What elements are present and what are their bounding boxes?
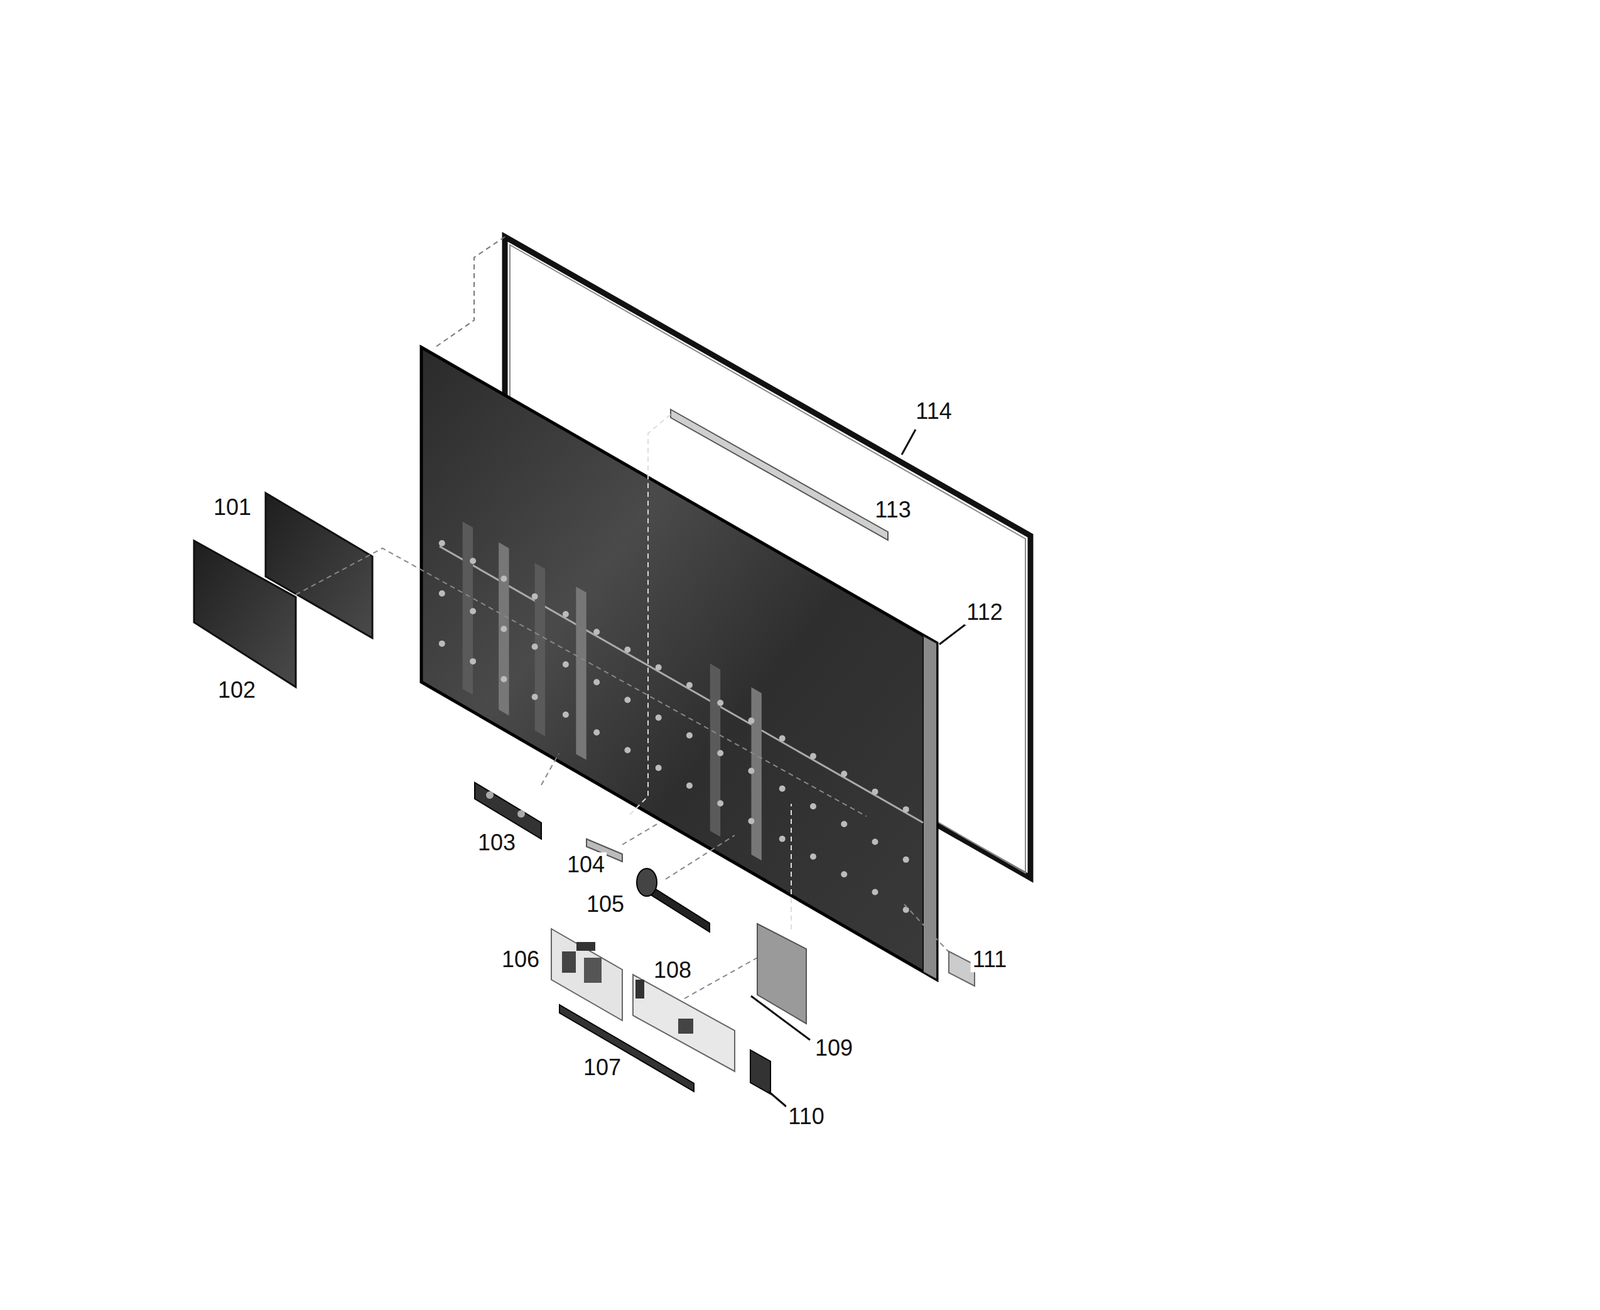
screw-hole — [593, 628, 600, 635]
screw-hole — [438, 590, 446, 597]
screw-hole — [871, 788, 878, 795]
screw-hole — [624, 646, 631, 654]
screw-hole — [717, 749, 724, 757]
screw-hole — [593, 678, 600, 686]
screw-hole — [655, 764, 662, 772]
screw-hole — [655, 664, 662, 671]
screw-hole — [655, 714, 662, 721]
guide-line — [433, 236, 505, 349]
callout-number: 114 — [913, 398, 954, 424]
callout-number: 107 — [581, 1054, 623, 1081]
screw-hole — [902, 906, 910, 914]
screw-hole — [747, 767, 755, 775]
board — [757, 923, 807, 1024]
screw-hole — [871, 889, 878, 896]
chassis-rib — [710, 663, 721, 838]
chassis-rib — [462, 521, 473, 696]
screw-hole — [686, 782, 693, 789]
screw-hole — [531, 693, 539, 701]
leader-line — [901, 429, 916, 455]
screw-hole — [500, 675, 507, 682]
screw-hole — [562, 610, 569, 618]
callout-number: 110 — [786, 1103, 826, 1130]
screw-hole — [469, 607, 476, 615]
leader-line — [768, 1091, 787, 1107]
screw-hole — [624, 746, 631, 753]
screw-hole — [469, 557, 476, 564]
screw-hole — [902, 856, 910, 863]
leader-line — [751, 995, 811, 1040]
screw-hole — [593, 729, 600, 736]
screw-hole — [686, 681, 693, 689]
screw-hole — [840, 820, 848, 828]
screw-hole — [531, 643, 539, 650]
chassis-rib — [498, 542, 509, 716]
screw-hole — [810, 803, 817, 810]
top-bracket — [670, 409, 888, 541]
screw-hole — [717, 800, 724, 807]
screw-hole — [438, 640, 446, 647]
main-board — [632, 974, 735, 1072]
screw-hole — [562, 711, 569, 718]
screw-hole — [747, 817, 755, 824]
callout-number: 101 — [211, 494, 254, 520]
screw-hole — [779, 835, 786, 843]
screw-hole — [438, 540, 446, 547]
callout-number: 104 — [565, 852, 607, 878]
leader-line — [939, 624, 966, 645]
screw-hole — [779, 735, 786, 742]
callout-number: 112 — [964, 599, 1005, 625]
screw-hole — [840, 870, 848, 878]
callout-number: 109 — [813, 1035, 855, 1061]
callout-number: 102 — [216, 677, 258, 703]
screw-hole — [531, 593, 539, 600]
screw-hole — [779, 785, 786, 792]
chassis-rib — [535, 562, 546, 736]
cable-harness — [636, 868, 710, 932]
io-module — [750, 1049, 771, 1094]
callout-number: 103 — [475, 830, 518, 856]
guide-line — [627, 414, 671, 817]
screw-hole — [717, 699, 724, 706]
callout-number: 113 — [872, 497, 913, 523]
screw-hole — [810, 752, 817, 760]
screw-hole — [469, 658, 476, 665]
guide-line — [295, 548, 867, 817]
screw-hole — [686, 732, 693, 739]
screw-hole — [624, 697, 631, 704]
screw-hole — [562, 661, 569, 668]
chassis-rib — [575, 586, 586, 760]
callout-number: 105 — [584, 891, 627, 917]
callout-number: 111 — [970, 946, 1010, 973]
chassis-rib — [751, 686, 762, 861]
callout-number: 108 — [651, 957, 694, 983]
screw-hole — [500, 625, 507, 632]
callout-number: 106 — [499, 946, 542, 973]
rear-chassis — [421, 347, 937, 980]
board — [194, 540, 296, 687]
screw-hole — [747, 717, 755, 725]
screw-hole — [810, 853, 817, 860]
screw-hole — [500, 575, 507, 583]
screw-hole — [871, 838, 878, 846]
screw-hole — [840, 770, 848, 777]
screw-hole — [902, 806, 910, 813]
